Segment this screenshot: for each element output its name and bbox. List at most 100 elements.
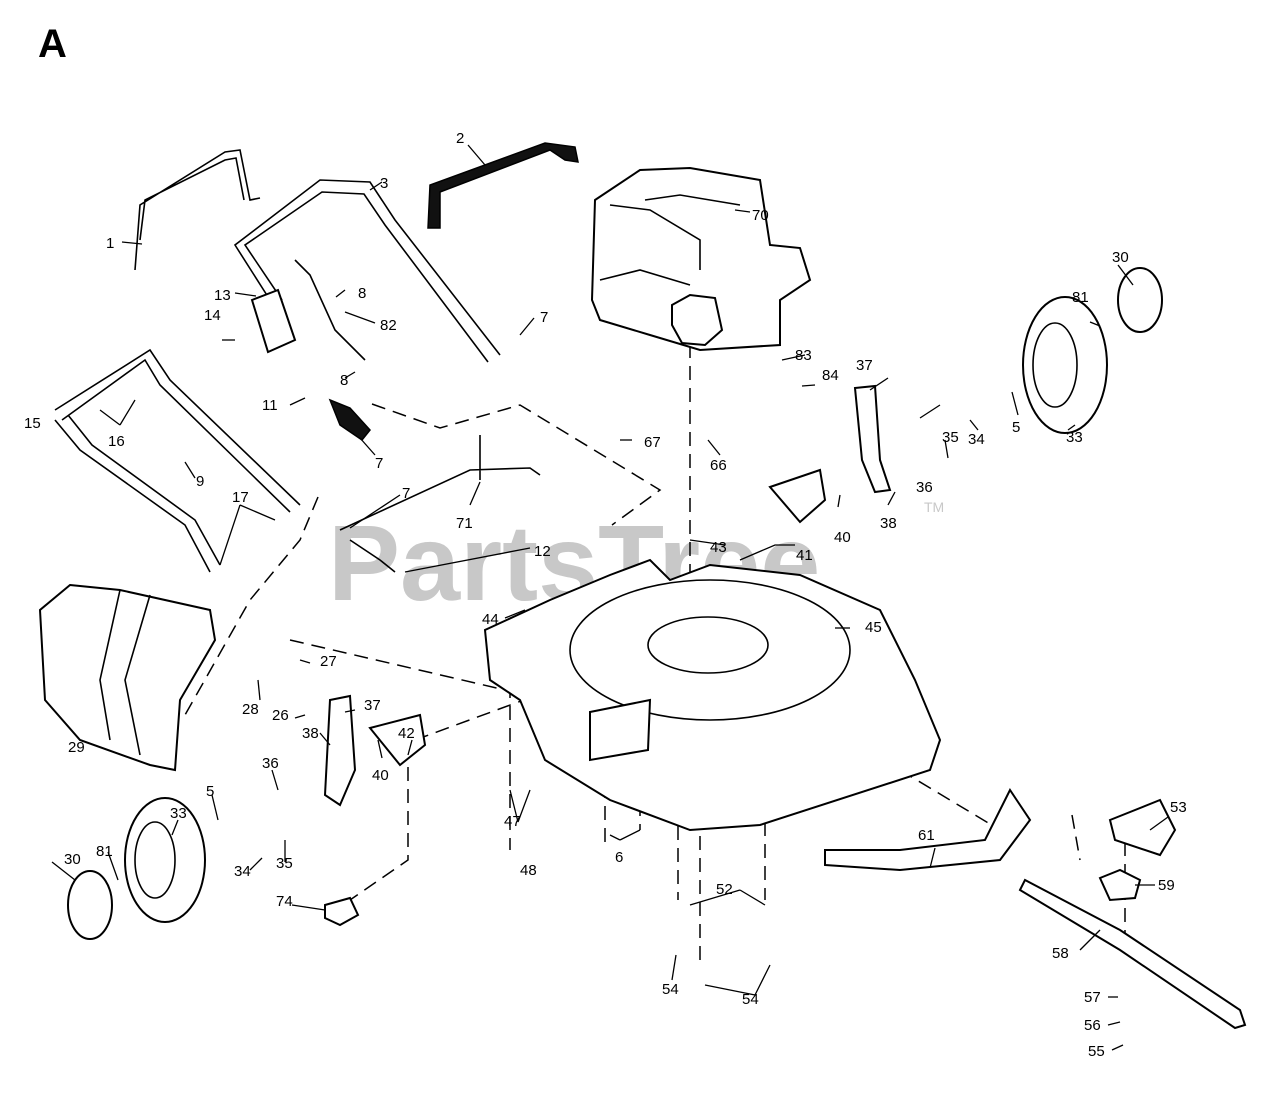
callout-5-right: 5 <box>1012 419 1020 436</box>
callout-7-lever: 7 <box>375 455 383 472</box>
callout-9: 9 <box>196 473 204 490</box>
callout-70: 70 <box>752 207 769 224</box>
lower-handle <box>54 348 301 573</box>
blade-adapter <box>1098 868 1142 902</box>
callout-59: 59 <box>1158 877 1175 894</box>
section-letter: A <box>38 22 67 66</box>
callout-58: 58 <box>1052 945 1069 962</box>
front-wheel <box>124 797 206 923</box>
upper-handle <box>233 179 501 363</box>
callout-30-lower: 30 <box>64 851 81 868</box>
grass-bag-seam <box>99 589 151 756</box>
hubcap-left <box>67 870 113 940</box>
callout-8-upper: 8 <box>358 285 366 302</box>
axle-lever-lower <box>323 694 357 807</box>
drive-rod <box>339 435 541 573</box>
mower-deck <box>483 558 942 832</box>
handle-grip <box>427 142 579 229</box>
blade-stiffener <box>1108 798 1177 857</box>
control-cable <box>294 259 366 361</box>
callout-45: 45 <box>865 619 882 636</box>
callout-29: 29 <box>68 739 85 756</box>
callout-40-upper: 40 <box>834 529 851 546</box>
callout-37-lower: 37 <box>364 697 381 714</box>
watermark-trademark: TM <box>924 499 944 515</box>
callout-8-lower: 8 <box>340 372 348 389</box>
engine <box>590 166 812 352</box>
callout-42: 42 <box>398 725 415 742</box>
callout-34-upper: 34 <box>968 431 985 448</box>
callout-61: 61 <box>918 827 935 844</box>
callout-3: 3 <box>380 175 388 192</box>
deck-dome <box>569 579 851 721</box>
callout-26: 26 <box>272 707 289 724</box>
callout-44: 44 <box>482 611 499 628</box>
knob-lower <box>328 398 371 442</box>
callout-43: 43 <box>710 539 727 556</box>
callout-30-right: 30 <box>1112 249 1129 266</box>
callout-38-upper: 38 <box>880 515 897 532</box>
callout-57: 57 <box>1084 989 1101 1006</box>
callout-83: 83 <box>795 347 812 364</box>
callout-81-right: 81 <box>1072 289 1089 306</box>
callout-12: 12 <box>534 543 551 560</box>
callout-48: 48 <box>520 862 537 879</box>
grass-bag <box>38 583 217 772</box>
callout-35-lower: 35 <box>276 855 293 872</box>
upper-handle-bar <box>134 149 261 271</box>
deck-engine-opening <box>647 616 769 674</box>
warning-label <box>324 896 360 927</box>
callout-84: 84 <box>822 367 839 384</box>
callout-38-lower: 38 <box>302 725 319 742</box>
callout-56: 56 <box>1084 1017 1101 1034</box>
callout-33-lower: 33 <box>170 805 187 822</box>
callout-71: 71 <box>456 515 473 532</box>
engine-shroud-detail <box>599 194 741 286</box>
callout-17: 17 <box>232 489 249 506</box>
callout-67: 67 <box>644 434 661 451</box>
callout-13: 13 <box>214 287 231 304</box>
callout-1: 1 <box>106 235 114 252</box>
rear-wheel-hub <box>1032 322 1078 408</box>
callout-35-upper: 35 <box>942 429 959 446</box>
callout-27: 27 <box>320 653 337 670</box>
mower-blade <box>1018 878 1247 1030</box>
callout-53: 53 <box>1170 799 1187 816</box>
callout-16: 16 <box>108 433 125 450</box>
callout-37-upper: 37 <box>856 357 873 374</box>
callout-47: 47 <box>504 813 521 830</box>
callout-6: 6 <box>615 849 623 866</box>
handle-bracket <box>250 288 297 354</box>
callout-54-left: 54 <box>662 981 679 998</box>
callout-labels: 1 2 3 70 30 81 5 33 13 8 82 14 7 8 11 7 … <box>24 130 1187 1060</box>
callout-5-lower: 5 <box>206 783 214 800</box>
callout-15: 15 <box>24 415 41 432</box>
callout-82: 82 <box>380 317 397 334</box>
callout-7-rod: 7 <box>402 485 410 502</box>
callout-leaders <box>51 144 1169 1051</box>
callout-74: 74 <box>276 893 293 910</box>
callout-11: 11 <box>262 397 278 414</box>
height-adjuster-upper <box>768 468 827 524</box>
callout-66: 66 <box>710 457 727 474</box>
callout-7-grip: 7 <box>540 309 548 326</box>
hubcap-right <box>1117 267 1163 333</box>
rear-wheel <box>1022 296 1108 434</box>
callout-40-lower: 40 <box>372 767 389 784</box>
callout-14: 14 <box>204 307 221 324</box>
callout-36-upper: 36 <box>916 479 933 496</box>
callout-54-right: 54 <box>742 991 759 1008</box>
callout-52: 52 <box>716 881 733 898</box>
axle-lever-upper <box>853 384 892 494</box>
callout-33-right: 33 <box>1066 429 1083 446</box>
height-adjuster-lower <box>368 713 427 767</box>
deck-flap <box>589 698 652 762</box>
baffle <box>824 788 1032 872</box>
front-wheel-hub <box>134 821 176 899</box>
callout-34-lower: 34 <box>234 863 251 880</box>
callout-36-lower: 36 <box>262 755 279 772</box>
callout-55: 55 <box>1088 1043 1105 1060</box>
callout-28: 28 <box>242 701 259 718</box>
